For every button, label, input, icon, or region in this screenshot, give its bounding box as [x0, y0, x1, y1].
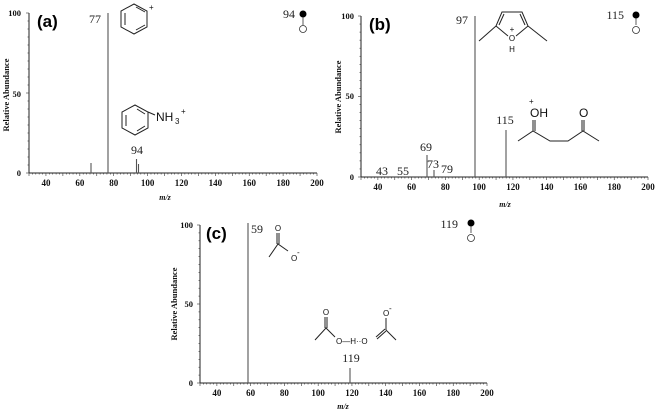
x-tick-60: 60	[75, 178, 85, 188]
svg-text:+: +	[149, 3, 154, 12]
panel-b: 40 60 80 100 120 140 160 180 200 100 50 0 Relati…	[333, 8, 655, 209]
y-tick-100: 100	[8, 8, 21, 18]
peak-label-97: 97	[456, 13, 468, 27]
x-tick-160: 160	[242, 178, 256, 188]
x-tick-180: 180	[446, 388, 460, 398]
x-axis-title: m/z	[159, 193, 171, 202]
peak-label-59: 59	[251, 222, 263, 236]
acetate-dimer-structure: O O—H··O O -	[314, 304, 397, 346]
peak-label-43: 43	[376, 164, 388, 178]
svg-text:94: 94	[283, 7, 295, 21]
x-tick-40: 40	[41, 178, 51, 188]
svg-text:+: +	[529, 97, 534, 106]
svg-text:O: O	[323, 308, 329, 317]
x-axis-title: m/z	[337, 402, 349, 411]
precursor-indicator: 119	[440, 217, 475, 242]
svg-text:3: 3	[175, 117, 180, 126]
y-tick-50: 50	[346, 91, 355, 101]
svg-text:+: +	[181, 107, 186, 116]
x-tick-200: 200	[641, 182, 655, 192]
x-tick-120: 120	[506, 182, 520, 192]
x-tick-100: 100	[311, 388, 325, 398]
y-axis-title: Relative Abundance	[169, 267, 179, 340]
x-tick-200: 200	[310, 178, 324, 188]
precursor-indicator: 115	[606, 8, 640, 34]
anilinium-structure: NH 3 +	[121, 104, 186, 136]
panel-label: (b)	[369, 15, 391, 34]
svg-text:-: -	[389, 304, 392, 313]
panel-label: (a)	[37, 12, 58, 31]
svg-text:O: O	[275, 224, 281, 233]
y-axis-title: Relative Abundance	[333, 60, 343, 133]
x-tick-140: 140	[209, 178, 223, 188]
dimethylfuran-structure: O + H	[478, 11, 548, 54]
peak-label-69: 69	[420, 140, 432, 154]
peak-label-77: 77	[89, 12, 101, 26]
x-tick-60: 60	[407, 182, 417, 192]
peak-label-119: 119	[342, 351, 360, 365]
phenyl-cation-structure: +	[120, 3, 154, 35]
y-axis-title: Relative Abundance	[1, 58, 11, 131]
y-tick-100: 100	[180, 220, 193, 230]
x-tick-160: 160	[413, 388, 427, 398]
svg-text:-: -	[297, 248, 300, 257]
x-tick-80: 80	[441, 182, 451, 192]
svg-text:+: +	[510, 25, 515, 34]
x-tick-200: 200	[480, 388, 494, 398]
x-tick-120: 120	[175, 178, 189, 188]
panel-a: 40 60 80 100 120 140 160 180 200 100 50 0 Relati…	[1, 3, 324, 202]
svg-text:O: O	[291, 254, 297, 263]
svg-text:NH: NH	[156, 110, 173, 124]
y-tick-50: 50	[13, 89, 22, 99]
x-tick-160: 160	[574, 182, 588, 192]
x-tick-40: 40	[373, 182, 383, 192]
x-tick-180: 180	[607, 182, 621, 192]
x-tick-40: 40	[212, 388, 222, 398]
peak-label-94: 94	[131, 143, 143, 157]
x-axis-title: m/z	[499, 200, 511, 209]
peak-label-115: 115	[496, 113, 514, 127]
svg-text:O—H··O: O—H··O	[336, 337, 368, 346]
panel-label: (c)	[206, 224, 227, 243]
peak-label-73: 73	[427, 157, 439, 171]
peak-label-55: 55	[397, 164, 409, 178]
acetate-structure: O O -	[268, 224, 300, 263]
svg-text:115: 115	[606, 8, 624, 22]
x-tick-140: 140	[379, 388, 393, 398]
x-tick-100: 100	[141, 178, 155, 188]
x-tick-100: 100	[472, 182, 486, 192]
x-tick-60: 60	[246, 388, 256, 398]
x-tick-180: 180	[276, 178, 290, 188]
peak-label-79: 79	[441, 162, 453, 176]
hexanedione-structure: + OH O	[517, 97, 600, 142]
svg-text:OH: OH	[530, 106, 548, 120]
panel-c: 40 60 80 100 120 140 160 180 200 100 50 0 Relati…	[169, 217, 494, 411]
y-tick-0: 0	[17, 168, 21, 178]
y-tick-0: 0	[189, 378, 193, 388]
x-tick-80: 80	[280, 388, 290, 398]
svg-text:O: O	[509, 34, 515, 43]
svg-text:119: 119	[440, 217, 458, 231]
y-tick-0: 0	[350, 172, 354, 182]
svg-text:O: O	[383, 309, 389, 318]
x-tick-80: 80	[109, 178, 119, 188]
x-tick-140: 140	[540, 182, 554, 192]
precursor-indicator: 94	[283, 7, 307, 33]
y-tick-100: 100	[341, 11, 354, 21]
x-tick-120: 120	[345, 388, 359, 398]
svg-text:O: O	[579, 106, 588, 120]
svg-text:H: H	[509, 45, 515, 54]
y-tick-50: 50	[185, 299, 194, 309]
